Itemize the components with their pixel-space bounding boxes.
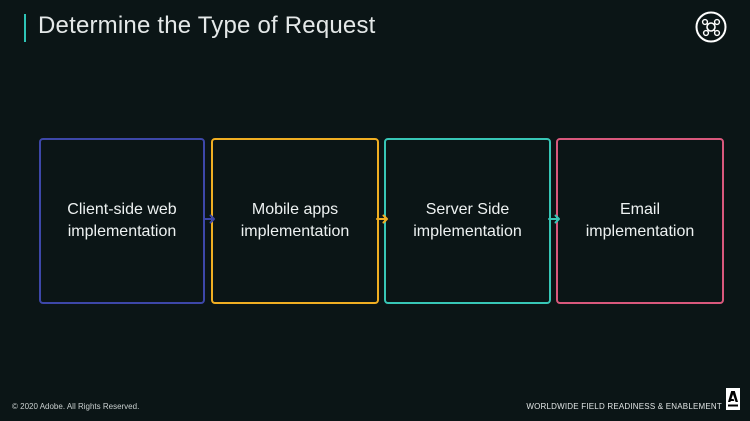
step-label: Client-side web implementation [67, 201, 177, 240]
arrow-right-icon [376, 214, 388, 224]
network-nodes-icon [695, 11, 727, 43]
step-label: Email implementation [585, 201, 695, 240]
step-box-client-side-web: Client-side web implementation [39, 138, 205, 304]
title-accent-bar [24, 14, 26, 42]
step-label: Mobile apps implementation [240, 201, 350, 240]
step-label: Server Side implementation [413, 201, 522, 240]
slide-title: Determine the Type of Request [38, 12, 376, 39]
adobe-logo-icon [726, 388, 740, 410]
step-box-email: Email implementation [556, 138, 724, 304]
copyright-text: © 2020 Adobe. All Rights Reserved. [12, 402, 140, 411]
arrow-right-icon [203, 214, 215, 224]
footer-tagline: WORLDWIDE FIELD READINESS & ENABLEMENT [526, 402, 722, 411]
arrow-right-icon [548, 214, 560, 224]
step-box-mobile-apps: Mobile apps implementation [211, 138, 379, 304]
step-box-server-side: Server Side implementation [384, 138, 551, 304]
